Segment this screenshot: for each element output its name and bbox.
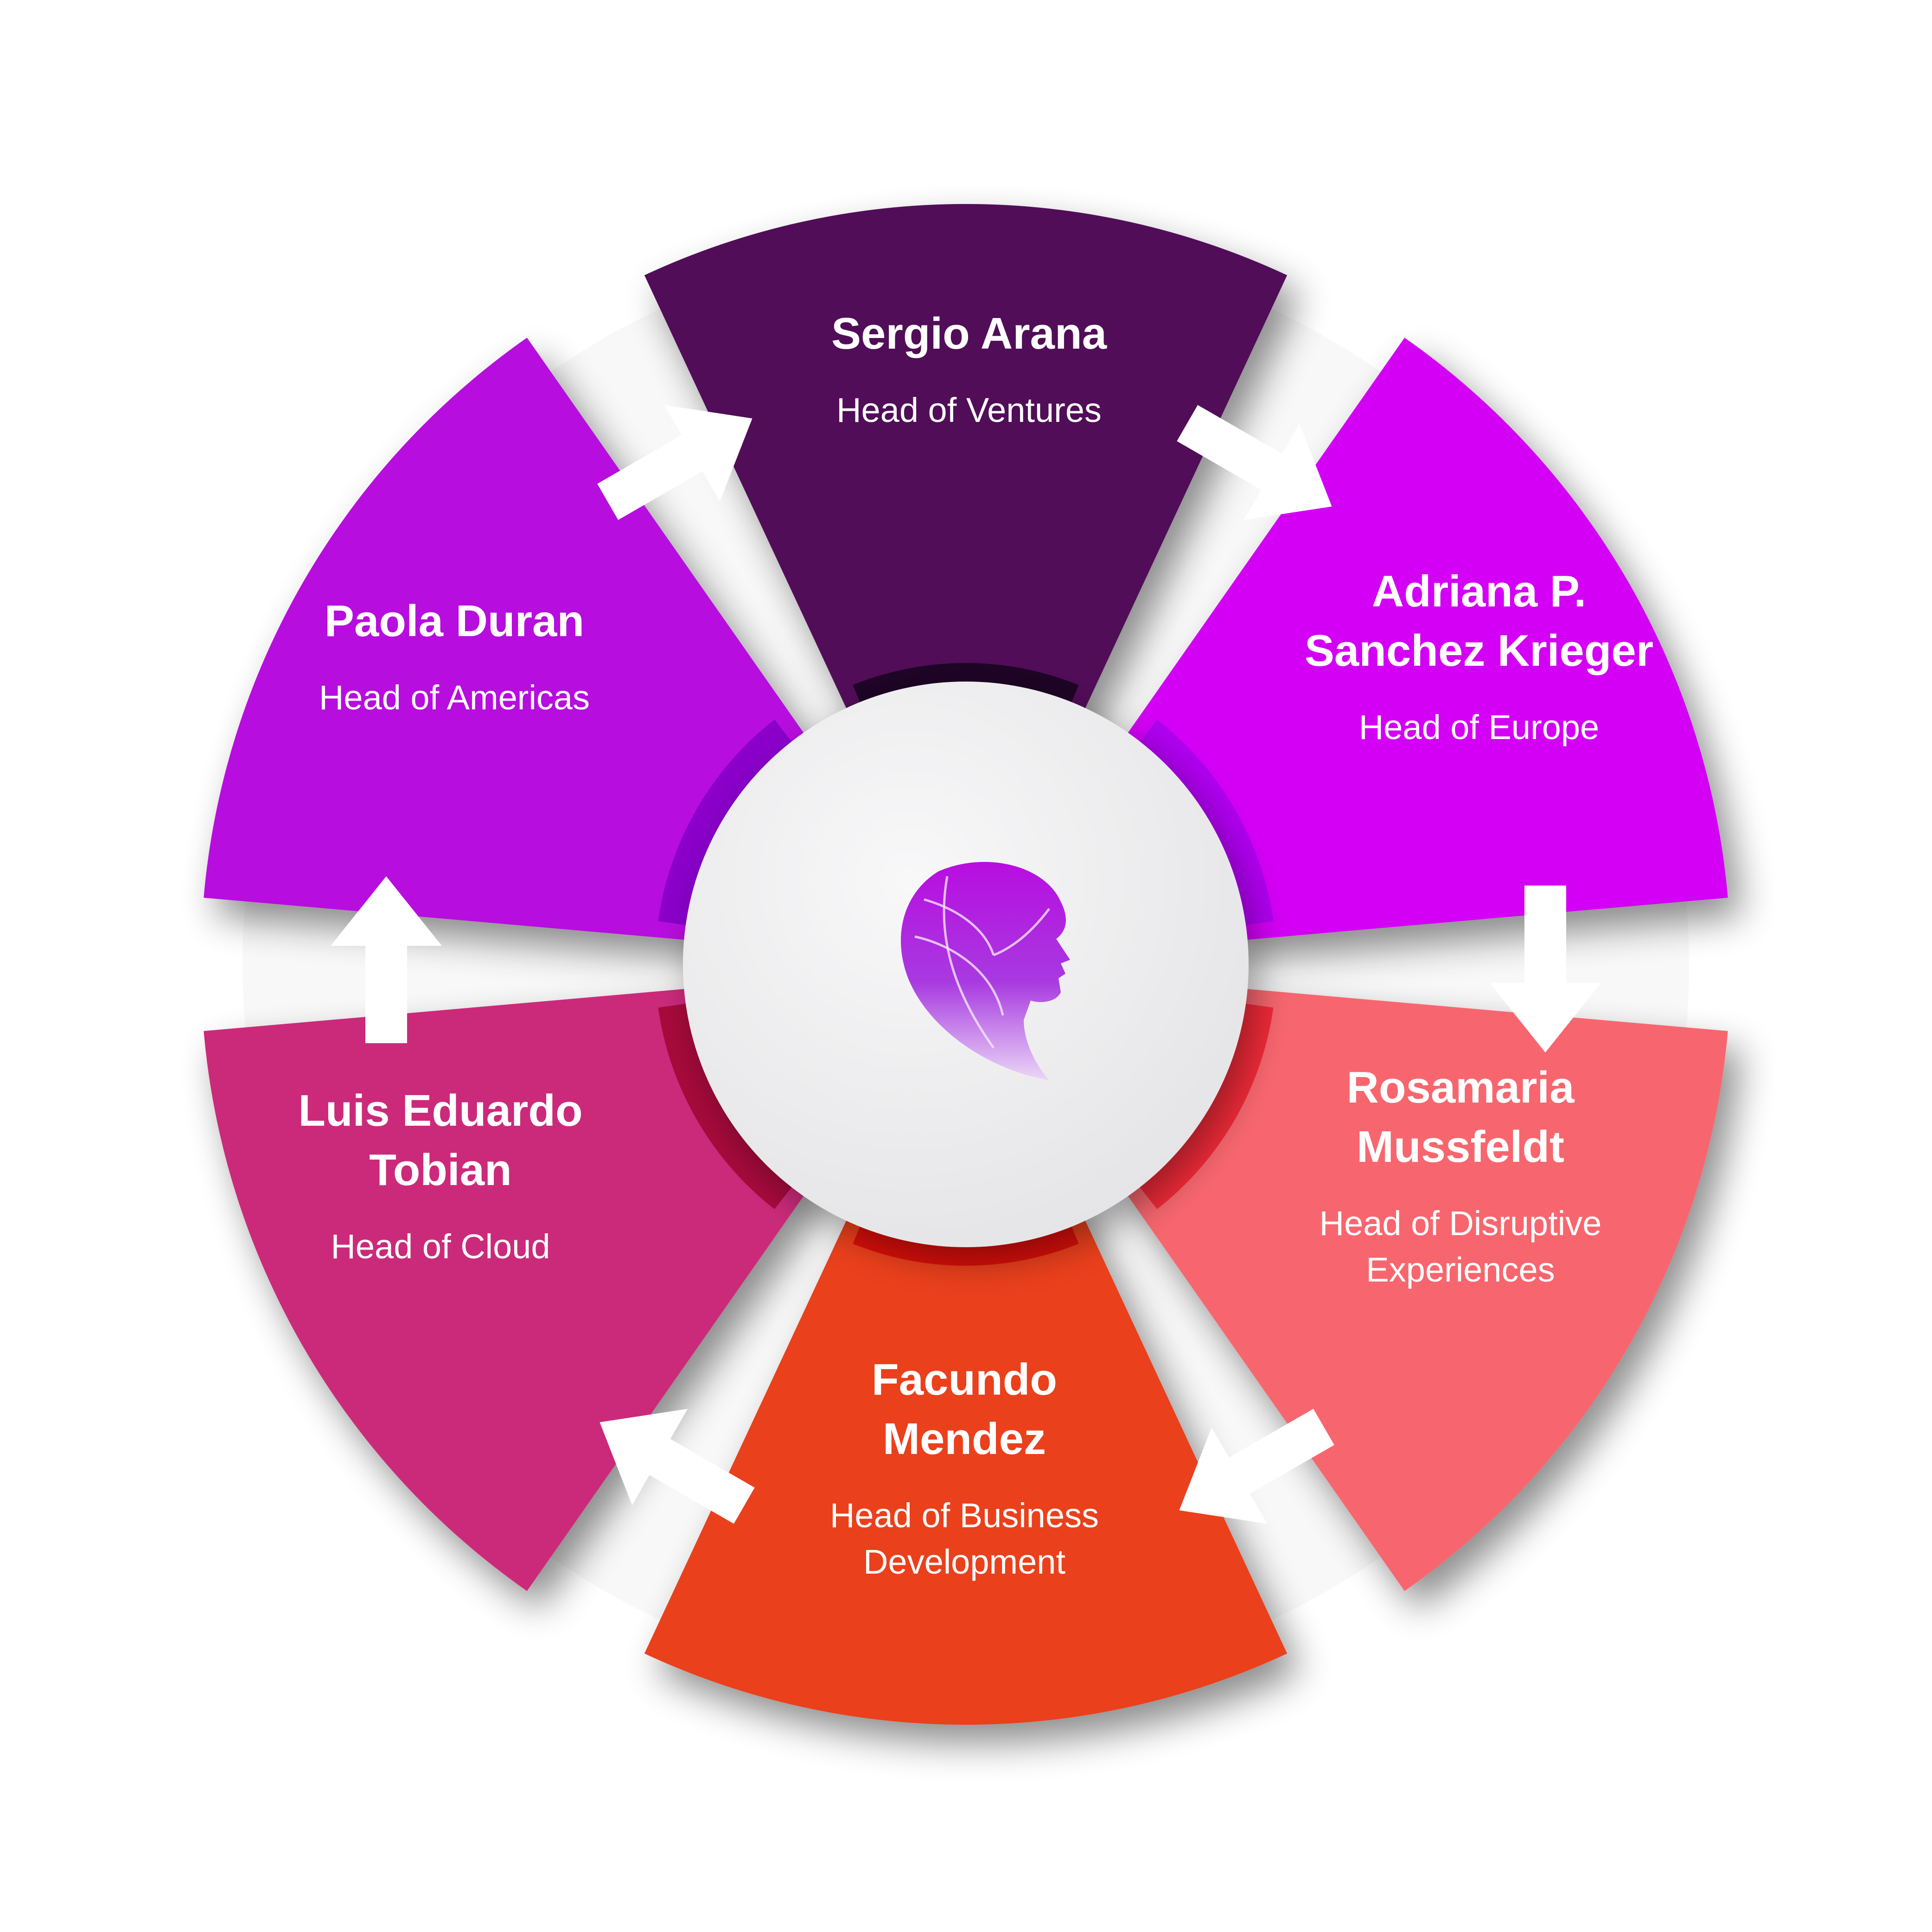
person-role: Head of Americas — [319, 678, 590, 717]
segment-body — [644, 204, 1288, 738]
person-role: Head of Business — [830, 1496, 1099, 1535]
center-hub — [683, 682, 1249, 1247]
person-name: Mendez — [883, 1414, 1046, 1464]
cycle-arrow-icon — [599, 1409, 755, 1524]
person-name: Tobian — [369, 1145, 512, 1195]
segment-body — [1115, 987, 1728, 1591]
person-role: Development — [863, 1543, 1065, 1581]
person-name: Sanchez Krieger — [1305, 626, 1653, 676]
woman-profile-logo-icon — [901, 862, 1070, 1080]
person-name: Mussfeldt — [1357, 1122, 1564, 1172]
person-name: Luis Eduardo — [298, 1086, 582, 1135]
cycle-arrow-icon — [1177, 405, 1332, 520]
segment-body — [644, 1191, 1288, 1725]
person-role: Head of Disruptive — [1320, 1204, 1602, 1243]
person-role: Experiences — [1366, 1250, 1555, 1289]
segment-body — [1115, 338, 1728, 942]
segment-body — [204, 338, 817, 942]
person-name: Rosamaria — [1347, 1063, 1575, 1112]
person-role: Head of Europe — [1359, 708, 1599, 746]
person-role: Head of Cloud — [331, 1227, 550, 1266]
cycle-arrow-icon — [1179, 1409, 1334, 1524]
segment-body — [204, 987, 817, 1591]
person-name: Paola Duran — [325, 596, 584, 646]
person-name: Facundo — [872, 1355, 1057, 1404]
cycle-arrow-icon — [597, 405, 752, 520]
cycle-arrow-icon — [1490, 886, 1601, 1052]
person-name: Sergio Arana — [831, 309, 1107, 358]
person-role: Head of Ventures — [836, 391, 1102, 429]
person-name: Adriana P. — [1372, 567, 1586, 616]
arrows-layer — [331, 405, 1601, 1524]
cycle-arrow-icon — [331, 876, 442, 1043]
